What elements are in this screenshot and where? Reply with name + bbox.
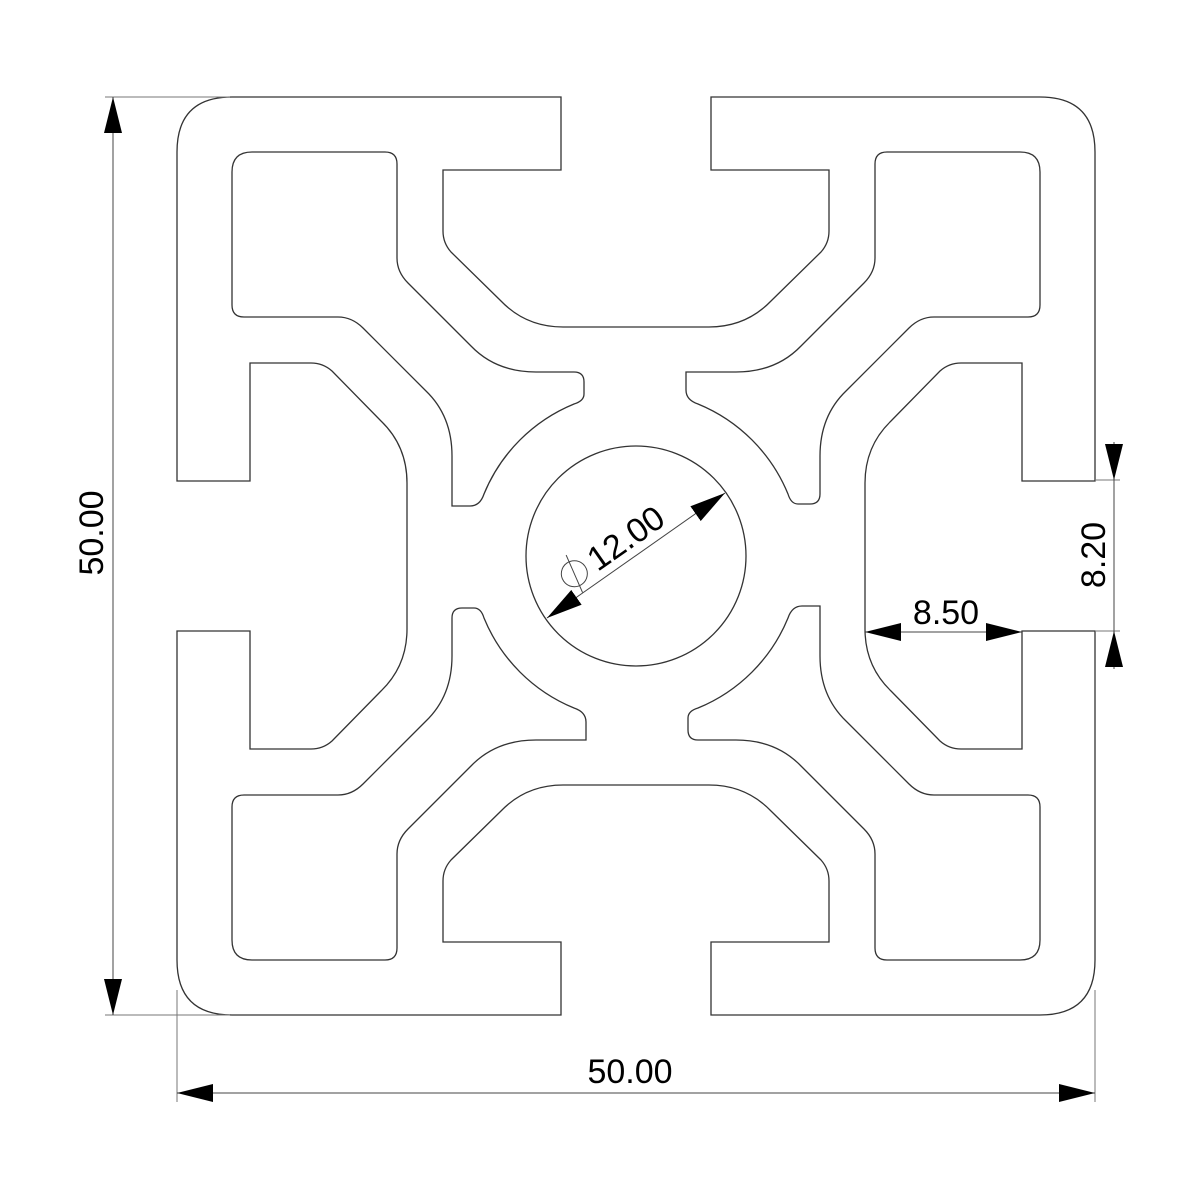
pocket-top-left bbox=[231, 151, 585, 507]
dimension-overall-height: 50.00 bbox=[73, 96, 230, 1016]
outline-quadrant-bottom-left bbox=[176, 555, 637, 1016]
diameter-symbol-icon bbox=[560, 554, 588, 593]
center-bore bbox=[525, 445, 747, 667]
dimension-center-bore: 12.00 bbox=[546, 492, 726, 619]
slot-depth-label: 8.50 bbox=[913, 594, 979, 632]
pocket-top-right bbox=[685, 151, 1041, 505]
height-label: 50.00 bbox=[73, 490, 111, 575]
bore-diameter-label: 12.00 bbox=[580, 499, 672, 579]
outline-quadrant-bottom-right bbox=[635, 555, 1096, 1016]
outline-quadrant-top-right bbox=[635, 96, 1096, 557]
dimension-slot-depth: 8.50 bbox=[865, 594, 1022, 641]
width-label: 50.00 bbox=[587, 1053, 672, 1091]
dimension-line bbox=[546, 492, 726, 619]
pocket-bottom-left bbox=[231, 607, 587, 961]
dimension-overall-width: 50.00 bbox=[176, 990, 1096, 1102]
profile-outline bbox=[176, 96, 1096, 1016]
outline-quadrant-top-left bbox=[176, 96, 637, 557]
pocket-bottom-right bbox=[687, 605, 1041, 961]
slot-opening-label: 8.20 bbox=[1075, 522, 1113, 588]
dimension-slot-opening: 8.20 bbox=[1075, 442, 1123, 669]
